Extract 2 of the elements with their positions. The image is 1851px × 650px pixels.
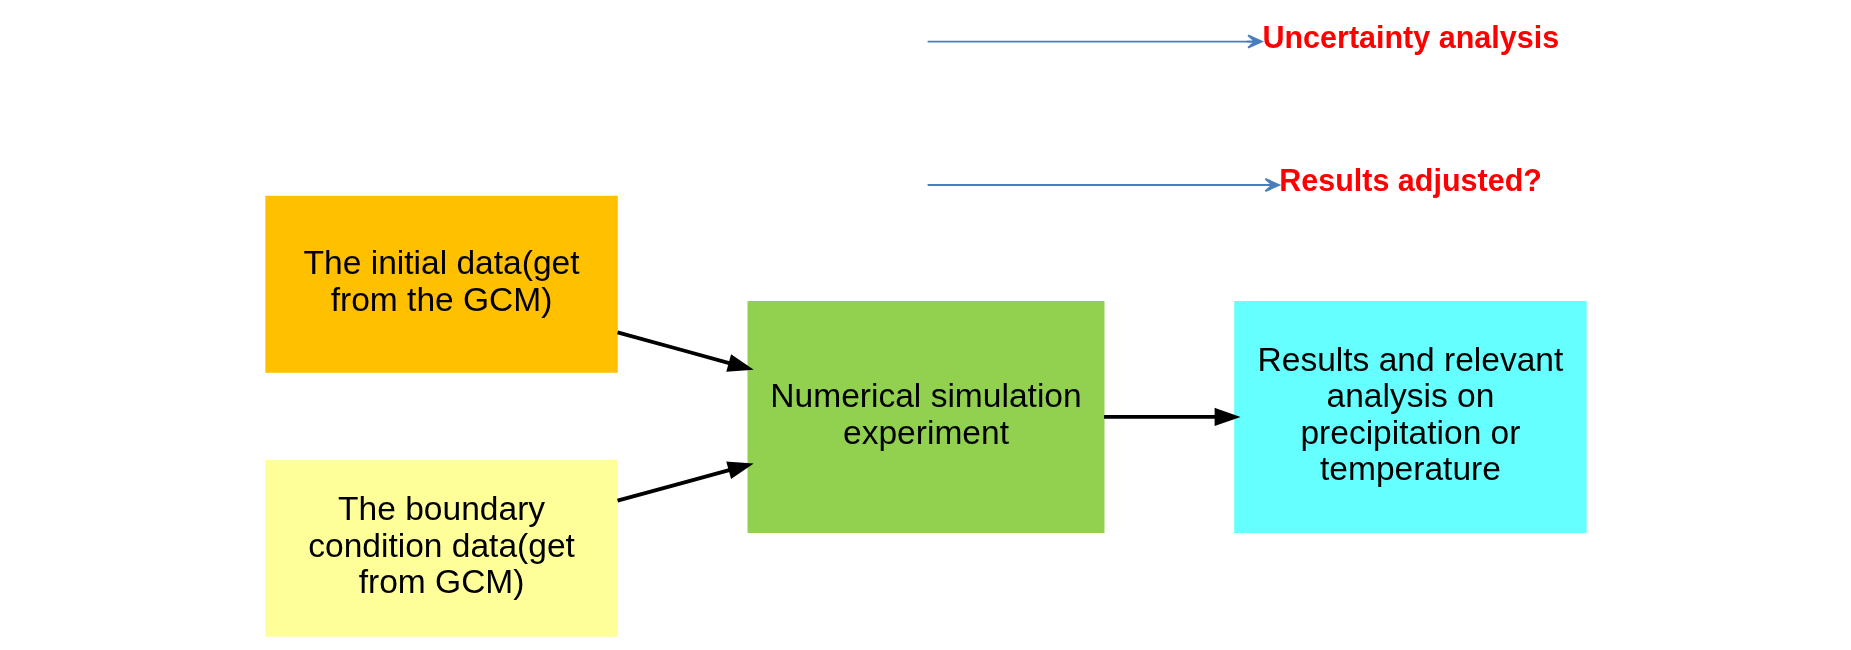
node-text: Results adjusted? [1278,163,1542,198]
node-text: Uncertainty analysis [1261,19,1559,54]
